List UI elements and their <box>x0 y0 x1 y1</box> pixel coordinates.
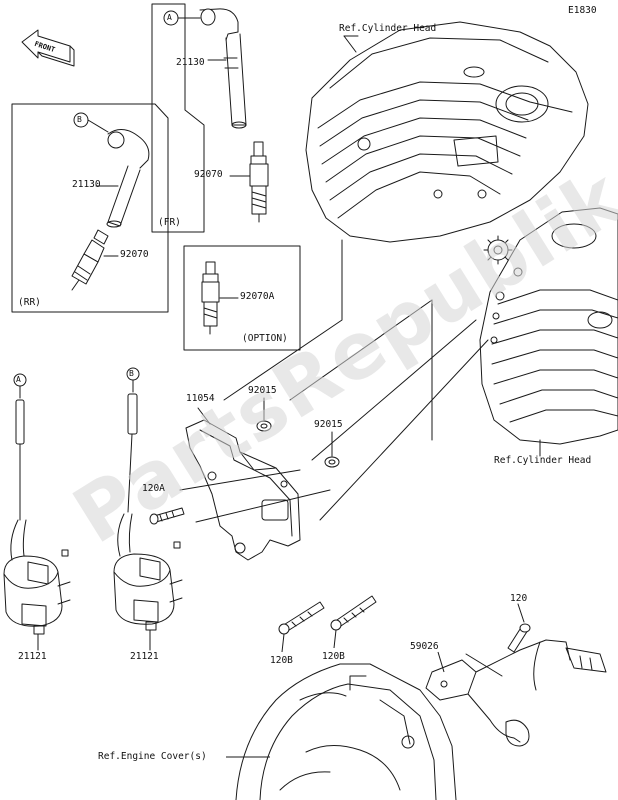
callout-b-wire: B <box>129 369 134 378</box>
washer-92015-b <box>324 431 340 468</box>
box-label-rr: (RR) <box>18 297 41 308</box>
cylinder-head-upper <box>305 21 589 243</box>
cylinder-head-lower <box>479 207 618 445</box>
part-92015-b: 92015 <box>314 419 343 430</box>
part-92015-a: 92015 <box>248 385 277 396</box>
rr-box <box>11 103 169 313</box>
part-120a: 120A <box>142 483 165 494</box>
bolt-120b-right <box>330 595 377 631</box>
part-120b-right: 120B <box>322 651 345 662</box>
option-box <box>183 245 301 351</box>
sensor-59026 <box>425 639 607 747</box>
part-92070-rr: 92070 <box>120 249 149 260</box>
ref-engine-cover: Ref.Engine Cover(s) <box>98 751 207 762</box>
ref-cylinder-head-right: Ref.Cylinder Head <box>494 455 592 466</box>
part-21121-right: 21121 <box>130 651 159 662</box>
bracket-11054 <box>185 407 301 561</box>
part-120b-left: 120B <box>270 655 293 666</box>
fr-box <box>151 3 269 233</box>
box-label-fr: (FR) <box>158 217 181 228</box>
part-92070a: 92070A <box>240 291 275 302</box>
gear-icon <box>483 235 513 265</box>
engine-cover <box>235 663 457 800</box>
box-label-option: (OPTION) <box>242 333 288 344</box>
wire-b <box>117 367 140 557</box>
bolt-120b-left <box>278 601 325 635</box>
front-arrow-icon <box>21 29 75 67</box>
bolt-120a <box>149 507 185 525</box>
bolt-120 <box>507 603 531 653</box>
part-21121-left: 21121 <box>18 651 47 662</box>
ref-cylinder-head-top: Ref.Cylinder Head <box>339 23 437 34</box>
wire-a <box>10 373 27 561</box>
part-11054: 11054 <box>186 393 215 404</box>
ignition-coil-right <box>113 541 183 651</box>
part-21130-rr: 21130 <box>72 179 101 190</box>
washer-92015-a <box>256 397 272 432</box>
part-120: 120 <box>510 593 528 604</box>
part-21130-fr: 21130 <box>176 57 205 68</box>
part-92070-fr: 92070 <box>194 169 223 180</box>
diagram-code: E1830 <box>568 5 597 16</box>
callout-a-wire: A <box>16 375 21 384</box>
reference-lines <box>179 35 541 523</box>
callout-b-top: B <box>77 115 82 124</box>
ignition-coil-left <box>3 549 71 651</box>
callout-a-top: A <box>167 13 172 22</box>
part-59026: 59026 <box>410 641 439 652</box>
